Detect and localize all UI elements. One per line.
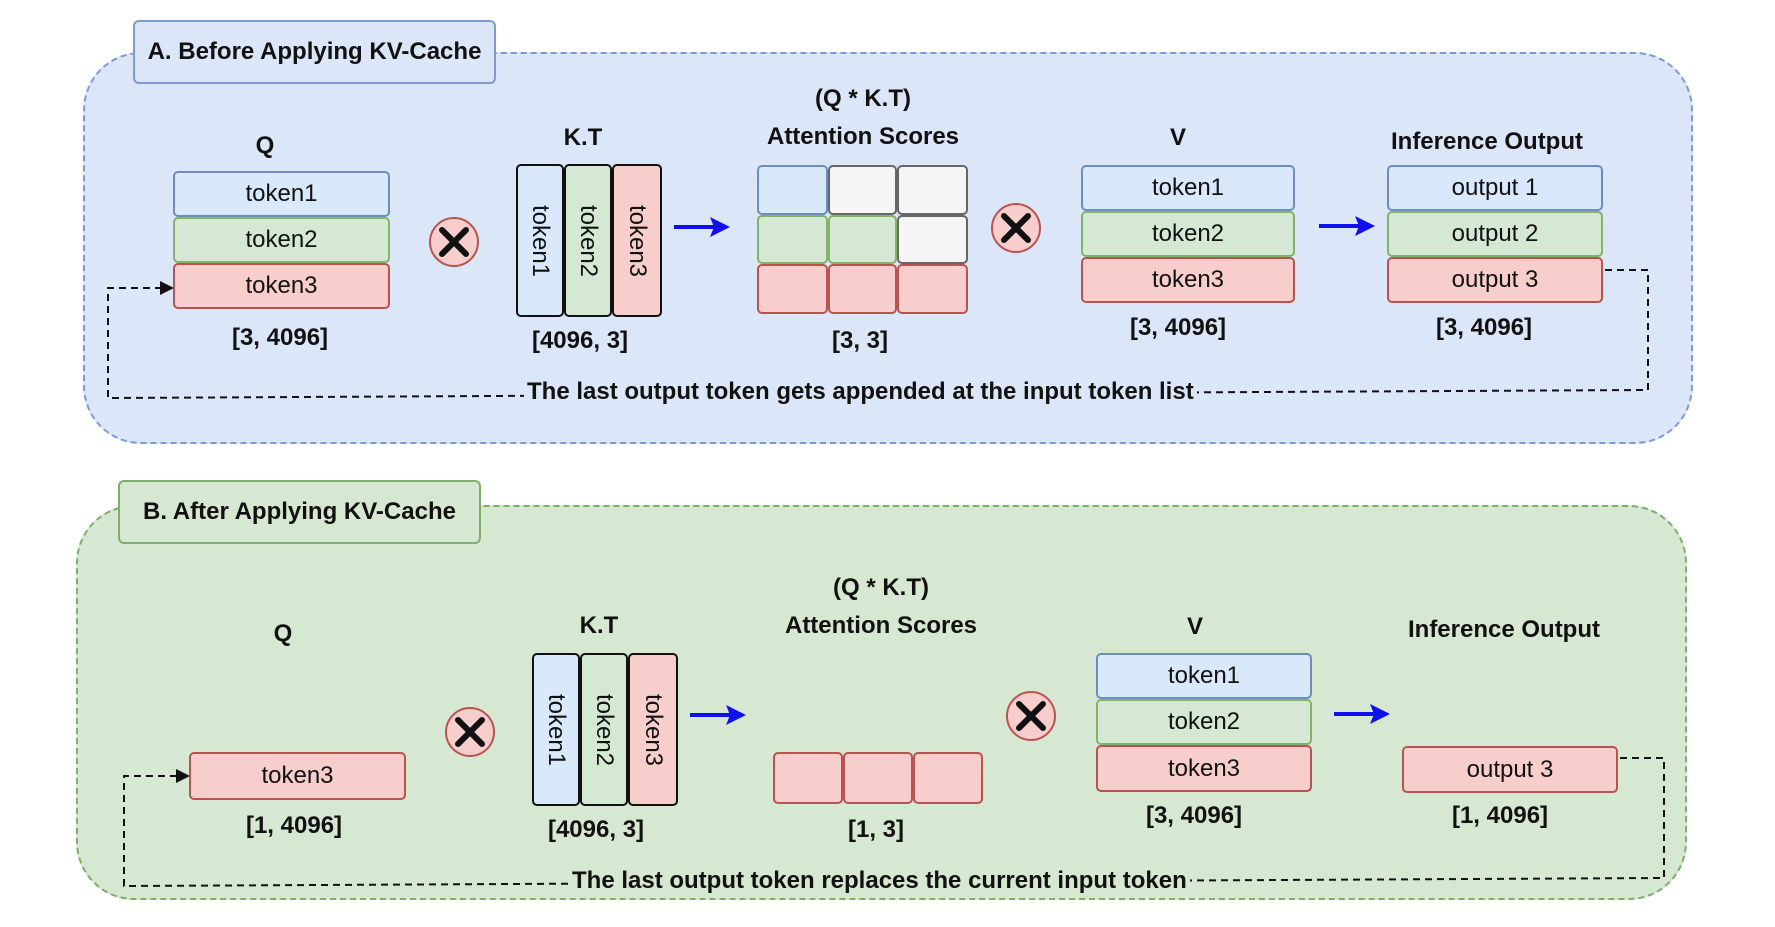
- multiply-icon: [429, 217, 479, 267]
- score-cell: [828, 215, 897, 264]
- kt-token-label: token1: [543, 693, 570, 766]
- v-token-row: token3: [1096, 745, 1312, 792]
- v-dims-a: [3, 4096]: [1129, 314, 1227, 341]
- score-cell: [897, 264, 968, 314]
- score-cell: [757, 165, 828, 215]
- v-header-a: V: [1169, 124, 1186, 151]
- output-row: output 3: [1387, 257, 1603, 303]
- caption-a: The last output token gets appended at t…: [524, 378, 1197, 406]
- kt-token-col: token3: [628, 653, 678, 806]
- q-token-row: token1: [173, 171, 390, 217]
- right-arrow-icon: [1334, 704, 1390, 724]
- score-cell: [913, 752, 983, 804]
- score-cell: [843, 752, 913, 804]
- multiply-icon: [445, 707, 495, 757]
- kt-token-col: token2: [564, 164, 612, 317]
- score-cell: [897, 215, 968, 264]
- q-header-a: Q: [255, 132, 275, 159]
- output-row: output 3: [1402, 746, 1618, 793]
- kt-token-label: token3: [640, 693, 667, 766]
- output-header-b: Inference Output: [1407, 616, 1600, 643]
- output-header-a: Inference Output: [1390, 128, 1583, 155]
- panel-after-kv-cache: [76, 505, 1687, 900]
- v-token-row: token2: [1081, 211, 1295, 257]
- right-arrow-icon: [690, 705, 746, 725]
- v-header-b: V: [1186, 613, 1203, 640]
- q-dims-b: [1, 4096]: [245, 812, 343, 839]
- right-arrow-icon: [1319, 216, 1375, 236]
- section-a-title: A. Before Applying KV-Cache: [133, 20, 496, 84]
- kt-dims-b: [4096, 3]: [547, 816, 645, 843]
- kt-dims-a: [4096, 3]: [531, 327, 629, 354]
- multiply-icon: [1006, 691, 1056, 741]
- scores-dims-a: [3, 3]: [831, 327, 888, 354]
- scores-header-b-line1: (Q * K.T): [833, 574, 929, 601]
- kt-header-b: K.T: [579, 612, 619, 639]
- kt-header-a: K.T: [563, 124, 603, 151]
- q-dims-a: [3, 4096]: [231, 324, 329, 351]
- kt-token-col: token2: [580, 653, 628, 806]
- q-token-row: token3: [173, 263, 390, 309]
- score-cell: [773, 752, 843, 804]
- score-cell: [828, 165, 897, 215]
- q-header-b: Q: [273, 620, 293, 647]
- v-token-row: token2: [1096, 699, 1312, 745]
- section-b-title: B. After Applying KV-Cache: [118, 480, 481, 544]
- scores-header-a-line2: Attention Scores: [766, 123, 960, 150]
- v-token-row: token1: [1081, 165, 1295, 211]
- q-token-row: token2: [173, 217, 390, 263]
- output-dims-b: [1, 4096]: [1451, 802, 1549, 829]
- scores-dims-b: [1, 3]: [847, 816, 904, 843]
- scores-header-a-line1: (Q * K.T): [815, 85, 911, 112]
- score-cell: [897, 165, 968, 215]
- kt-token-col: token3: [612, 164, 662, 317]
- score-cell: [757, 264, 828, 314]
- right-arrow-icon: [674, 217, 730, 237]
- score-cell: [757, 215, 828, 264]
- output-row: output 1: [1387, 165, 1603, 211]
- caption-b: The last output token replaces the curre…: [569, 867, 1190, 895]
- output-dims-a: [3, 4096]: [1435, 314, 1533, 341]
- kt-token-col: token1: [516, 164, 564, 317]
- kt-token-label: token2: [591, 693, 618, 766]
- v-token-row: token3: [1081, 257, 1295, 303]
- output-row: output 2: [1387, 211, 1603, 257]
- v-dims-b: [3, 4096]: [1145, 802, 1243, 829]
- q-token-row: token3: [189, 752, 406, 800]
- v-token-row: token1: [1096, 653, 1312, 699]
- score-cell: [828, 264, 897, 314]
- kt-token-col: token1: [532, 653, 580, 806]
- multiply-icon: [991, 203, 1041, 253]
- scores-header-b-line2: Attention Scores: [784, 612, 978, 639]
